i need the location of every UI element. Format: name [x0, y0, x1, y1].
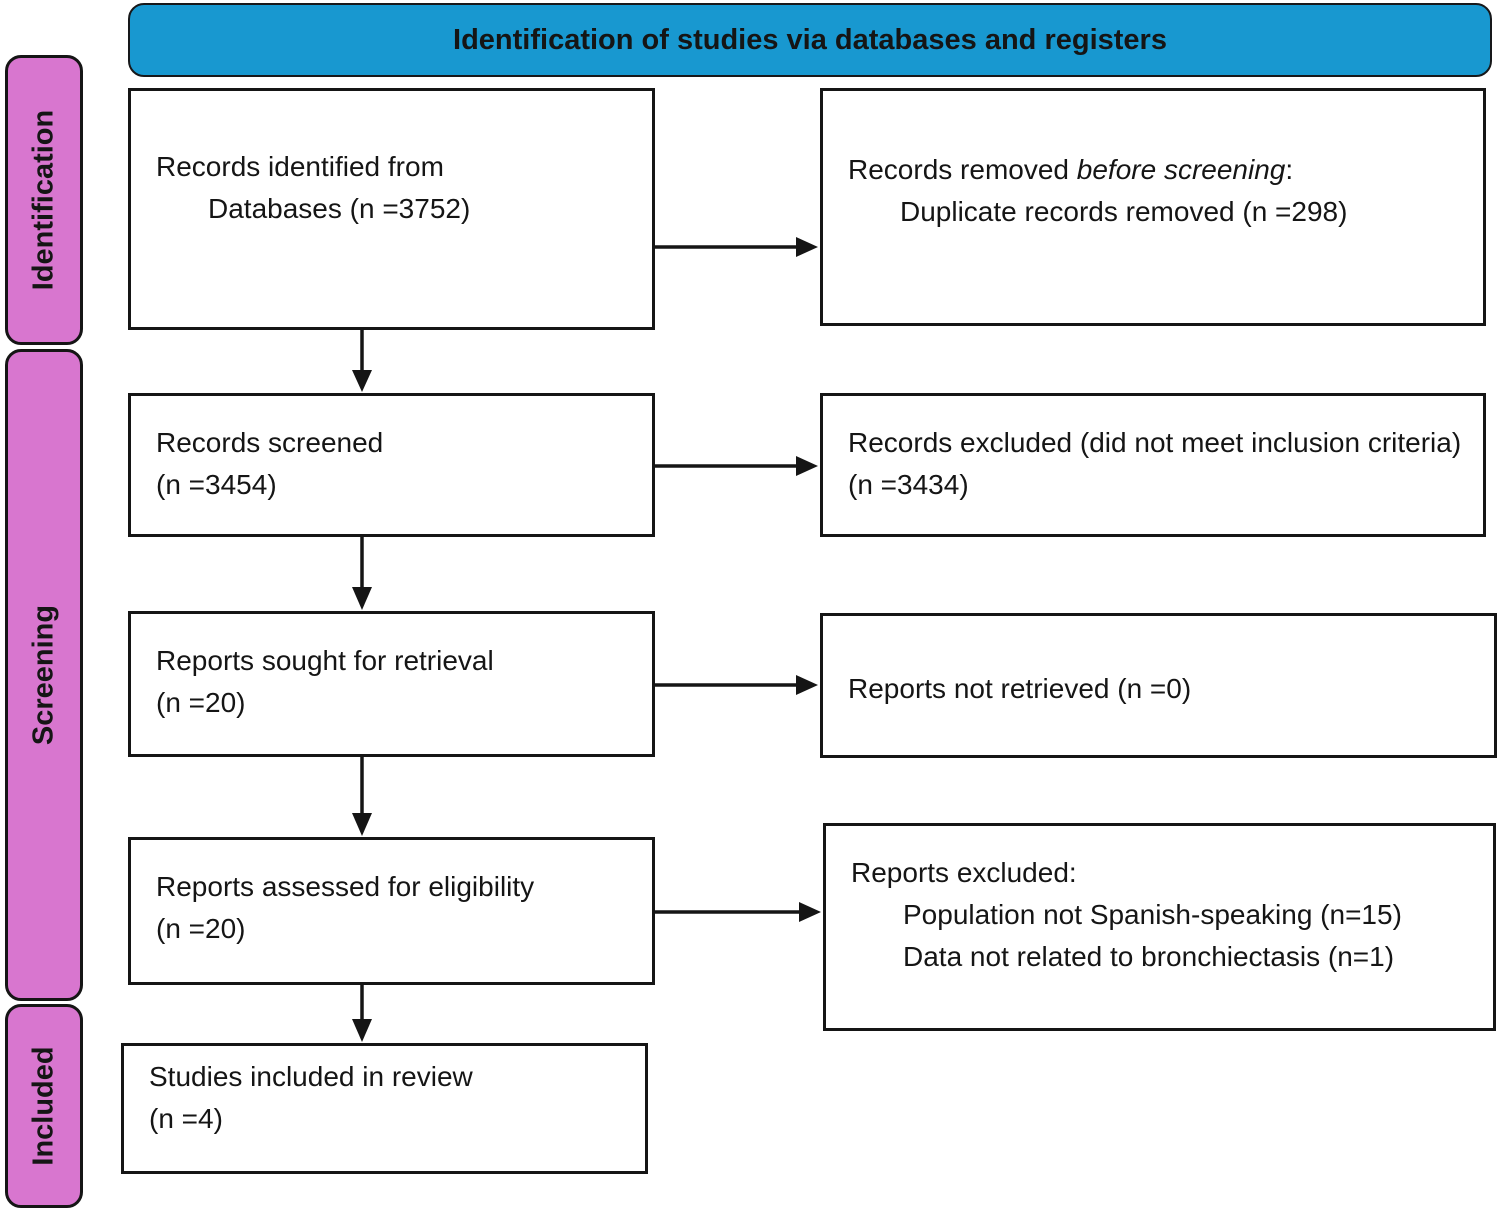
records-removed-suffix: :	[1285, 154, 1294, 185]
stage-screening: Screening	[5, 349, 83, 1001]
arrow-sought-to-assessed	[352, 755, 372, 836]
records-screened-line1: Records screened	[156, 427, 384, 458]
diagram-title: Identification of studies via databases …	[453, 23, 1167, 56]
stage-identification: Identification	[5, 55, 83, 345]
box-studies-included: Studies included in review (n =4)	[121, 1043, 648, 1174]
arrow-sought-to-not-retrieved	[655, 675, 818, 695]
stage-included: Included	[5, 1004, 83, 1208]
reports-excluded-detail1: Population not Spanish-speaking (n=15)	[903, 899, 1402, 930]
records-screened-line2: (n =3454)	[156, 469, 277, 500]
reports-sought-line1: Reports sought for retrieval	[156, 645, 494, 676]
box-reports-not-retrieved: Reports not retrieved (n =0)	[820, 613, 1497, 758]
stage-identification-label: Identification	[27, 109, 60, 291]
diagram-title-banner: Identification of studies via databases …	[128, 3, 1492, 77]
arrow-screened-to-sought	[352, 535, 372, 610]
records-excluded-text: Records excluded (did not meet inclusion…	[848, 427, 1462, 500]
records-identified-line1: Records identified from	[156, 151, 444, 182]
arrow-screened-to-excluded	[655, 456, 818, 476]
box-reports-excluded: Reports excluded: Population not Spanish…	[823, 823, 1496, 1031]
arrow-identified-to-removed	[655, 237, 818, 257]
stage-screening-label: Screening	[27, 604, 60, 746]
reports-excluded-line1: Reports excluded:	[851, 857, 1077, 888]
reports-not-retrieved-text: Reports not retrieved (n =0)	[848, 673, 1192, 704]
studies-included-line2: (n =4)	[149, 1103, 223, 1134]
records-identified-line2: Databases (n =3752)	[208, 193, 471, 224]
records-removed-detail: Duplicate records removed (n =298)	[900, 196, 1348, 227]
box-records-screened: Records screened (n =3454)	[128, 393, 655, 537]
arrow-assessed-to-included	[352, 983, 372, 1042]
reports-assessed-line2: (n =20)	[156, 913, 246, 944]
box-records-excluded: Records excluded (did not meet inclusion…	[820, 393, 1486, 537]
box-reports-assessed: Reports assessed for eligibility (n =20)	[128, 837, 655, 985]
records-removed-italic: before screening	[1076, 154, 1286, 185]
arrow-assessed-to-reports-excluded	[655, 902, 821, 922]
reports-assessed-line1: Reports assessed for eligibility	[156, 871, 535, 902]
box-records-identified: Records identified from Databases (n =37…	[128, 88, 655, 330]
records-removed-line1: Records removed before screening:	[848, 149, 1465, 191]
stage-included-label: Included	[27, 1046, 60, 1166]
records-removed-prefix: Records removed	[848, 154, 1077, 185]
studies-included-line1: Studies included in review	[149, 1061, 473, 1092]
reports-sought-line2: (n =20)	[156, 687, 246, 718]
reports-excluded-detail2: Data not related to bronchiectasis (n=1)	[903, 941, 1395, 972]
box-reports-sought: Reports sought for retrieval (n =20)	[128, 611, 655, 757]
box-records-removed: Records removed before screening: Duplic…	[820, 88, 1486, 326]
arrow-identified-to-screened	[352, 328, 372, 392]
